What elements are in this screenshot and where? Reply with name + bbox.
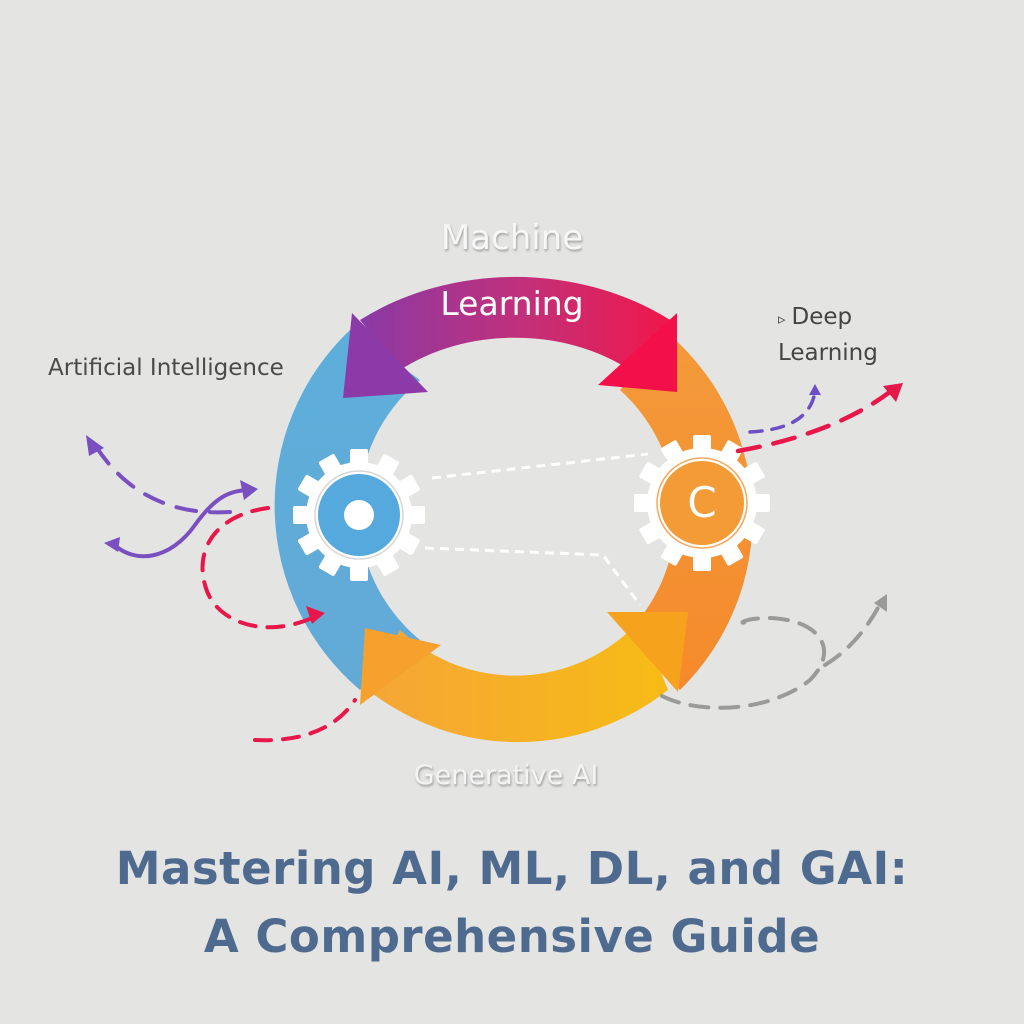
triangle-marker-icon: ▹ <box>778 310 786 328</box>
arrowhead-red <box>598 313 677 392</box>
connector-line-upper <box>431 452 649 480</box>
arrowhead-red-loop <box>306 606 325 624</box>
arrowhead-purple-curve-left <box>104 537 120 552</box>
dashed-arrow-red-bottom <box>253 698 357 743</box>
gear-letter-c: C <box>687 478 717 527</box>
ring-segment-top <box>360 276 670 370</box>
page-title-line1: Mastering AI, ML, DL, and GAI: <box>115 842 909 895</box>
arrowhead-purple <box>343 313 428 398</box>
gear-icon-right <box>634 435 770 571</box>
page-title-line2: A Comprehensive Guide <box>203 910 821 963</box>
label-generative-ai: Generative AI <box>413 760 599 791</box>
arrowhead-purple-curve <box>240 480 258 500</box>
gear-icon-left <box>293 449 425 581</box>
dashed-arrow-gray <box>660 598 884 710</box>
dashed-arrow-purple-right <box>748 390 817 434</box>
arrowhead-purple-right <box>809 384 821 395</box>
arrowhead-orange-right <box>607 612 688 692</box>
label-deep: Deep <box>791 304 853 330</box>
label-deep-learning: ▹ Deep Learning <box>778 300 878 370</box>
curved-arrow-purple <box>110 488 252 559</box>
arrowhead-orange-left <box>360 628 441 705</box>
dashed-arrow-red-loop <box>200 506 320 630</box>
ring-segment-yellow <box>368 620 668 743</box>
label-learning: Learning <box>440 284 584 323</box>
dashed-arrow-red-right <box>735 385 898 454</box>
arrowhead-purple-left <box>86 435 104 456</box>
label-learning-dl: Learning <box>778 340 878 366</box>
label-machine: Machine <box>440 218 584 258</box>
arrowhead-gray <box>874 594 887 612</box>
label-artificial-intelligence: Artificial Intelligence <box>48 355 284 381</box>
connector-line-lower <box>424 546 642 606</box>
dashed-arrow-purple-left <box>93 443 232 515</box>
arrowhead-red-right <box>883 383 903 402</box>
